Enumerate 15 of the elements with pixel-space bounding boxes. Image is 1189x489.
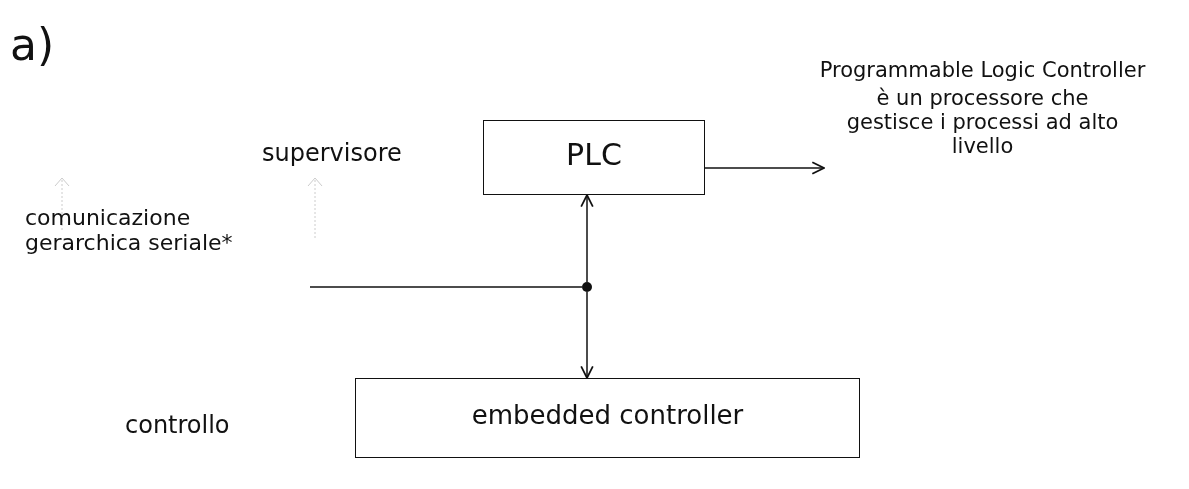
junction-dot bbox=[582, 282, 592, 292]
connector-line bbox=[309, 286, 583, 288]
process-box bbox=[483, 120, 705, 195]
arrow bbox=[704, 161, 825, 175]
level-label: supervisore bbox=[262, 140, 403, 168]
note-text: è un processore che gestisce i processi ad alto livello bbox=[845, 86, 1120, 159]
panel-label: a) bbox=[10, 20, 56, 71]
note-heading: Programmable Logic Controller bbox=[819, 58, 1146, 83]
annotation-text: comunicazione gerarchica seriale* bbox=[25, 205, 234, 256]
level-label: controllo bbox=[125, 412, 231, 440]
box-label: embedded controller bbox=[471, 401, 744, 431]
box-label: PLC bbox=[566, 138, 622, 173]
process-box bbox=[355, 378, 860, 458]
arrow bbox=[580, 194, 594, 283]
arrow bbox=[580, 291, 594, 379]
